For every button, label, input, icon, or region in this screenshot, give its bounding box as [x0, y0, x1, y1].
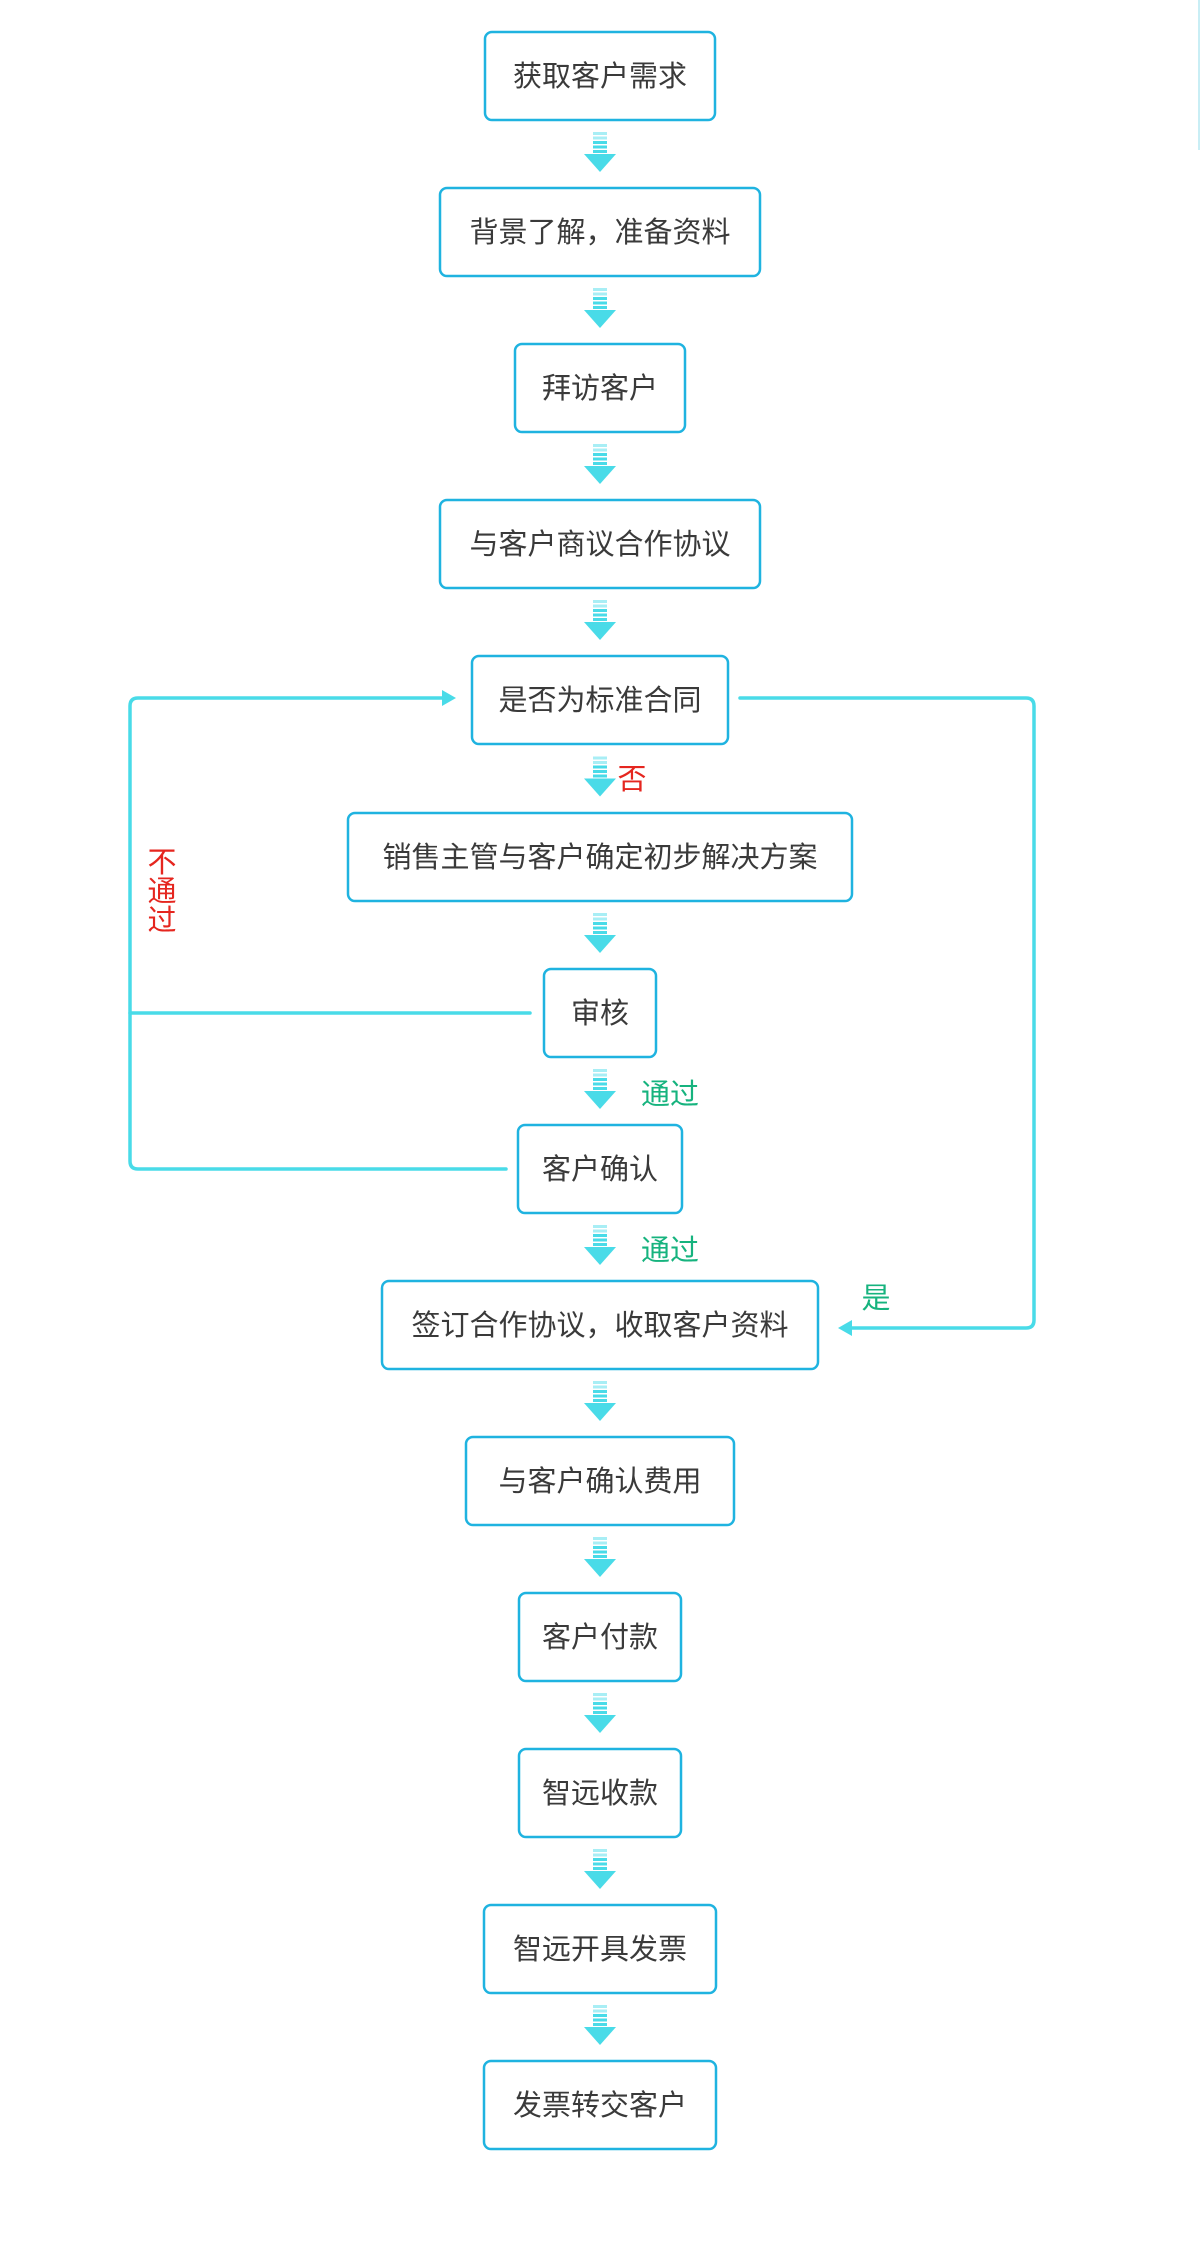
arrowhead-yes	[838, 1320, 852, 1336]
label-pass-confirm: 通过	[641, 1233, 699, 1267]
flow-node: 发票转交客户	[482, 2059, 718, 2151]
arrowhead-not-pass	[442, 690, 456, 706]
flow-node-box	[483, 30, 717, 122]
flow-node-label: 销售主管与客户确定初步解决方案	[382, 840, 817, 874]
flow-node-box	[438, 498, 762, 590]
down-arrow-icon	[584, 1069, 616, 1109]
flow-node-box	[513, 342, 687, 434]
flow-node: 销售主管与客户确定初步解决方案	[346, 811, 854, 903]
label-pass-review: 通过	[641, 1077, 699, 1111]
down-arrow-icon	[584, 2005, 616, 2045]
label-not-pass: 不通过	[143, 847, 177, 934]
flow-node-box	[516, 1123, 684, 1215]
flow-node-label: 发票转交客户	[513, 2088, 687, 2122]
flow-node-box	[346, 811, 854, 903]
flow-node-label: 智远开具发票	[513, 1932, 687, 1966]
connectors	[128, 690, 1036, 1336]
flow-node-box	[482, 2059, 718, 2151]
flow-node: 签订合作协议，收取客户资料	[380, 1279, 820, 1371]
page-edge-line	[1198, 0, 1200, 150]
flow-node: 智远开具发票	[482, 1903, 718, 1995]
flow-node: 是否为标准合同	[470, 654, 730, 746]
down-arrows	[584, 132, 616, 2045]
flow-node: 拜访客户	[513, 342, 687, 434]
down-arrow-icon	[584, 1225, 616, 1265]
flow-node-label: 背景了解，准备资料	[469, 215, 730, 249]
flow-node-box	[380, 1279, 820, 1371]
flow-node-label: 是否为标准合同	[498, 683, 701, 717]
label-yes: 是	[861, 1281, 890, 1315]
flow-node-label: 客户确认	[542, 1152, 658, 1186]
flow-node-label: 审核	[571, 996, 629, 1030]
connector-yes-path	[738, 696, 1036, 1330]
flow-node-box	[542, 967, 658, 1059]
flow-node: 与客户商议合作协议	[438, 498, 762, 590]
down-arrow-icon	[584, 600, 616, 640]
down-arrow-icon	[584, 1693, 616, 1733]
flow-node: 背景了解，准备资料	[438, 186, 762, 278]
down-arrow-icon	[584, 444, 616, 484]
flow-node-label: 与客户商议合作协议	[469, 527, 730, 561]
flow-node-box	[517, 1591, 683, 1683]
flow-node-box	[482, 1903, 718, 1995]
label-no: 否	[617, 762, 646, 796]
flow-node-box	[517, 1747, 683, 1839]
flow-node: 与客户确认费用	[464, 1435, 736, 1527]
down-arrow-icon	[584, 1537, 616, 1577]
flow-node: 智远收款	[517, 1747, 683, 1839]
down-arrow-icon	[584, 1849, 616, 1889]
flow-node-label: 与客户确认费用	[498, 1464, 701, 1498]
down-arrow-icon	[584, 756, 616, 797]
flow-node-label: 智远收款	[542, 1776, 658, 1810]
flow-node: 获取客户需求	[483, 30, 717, 122]
flow-node-label: 签订合作协议，收取客户资料	[411, 1308, 788, 1342]
down-arrow-icon	[584, 132, 616, 172]
flow-node-label: 获取客户需求	[513, 59, 687, 93]
connector-not-pass-path	[128, 696, 508, 1171]
flow-node-label: 拜访客户	[542, 371, 658, 405]
flow-node: 审核	[542, 967, 658, 1059]
flow-node-label: 客户付款	[542, 1620, 658, 1654]
nodes: 获取客户需求背景了解，准备资料拜访客户与客户商议合作协议是否为标准合同销售主管与…	[346, 30, 854, 2151]
flow-node-box	[464, 1435, 736, 1527]
flow-node: 客户确认	[516, 1123, 684, 1215]
down-arrow-icon	[584, 1381, 616, 1421]
flow-node-box	[470, 654, 730, 746]
flow-node: 客户付款	[517, 1591, 683, 1683]
flow-node-box	[438, 186, 762, 278]
down-arrow-icon	[584, 288, 616, 328]
down-arrow-icon	[584, 913, 616, 953]
